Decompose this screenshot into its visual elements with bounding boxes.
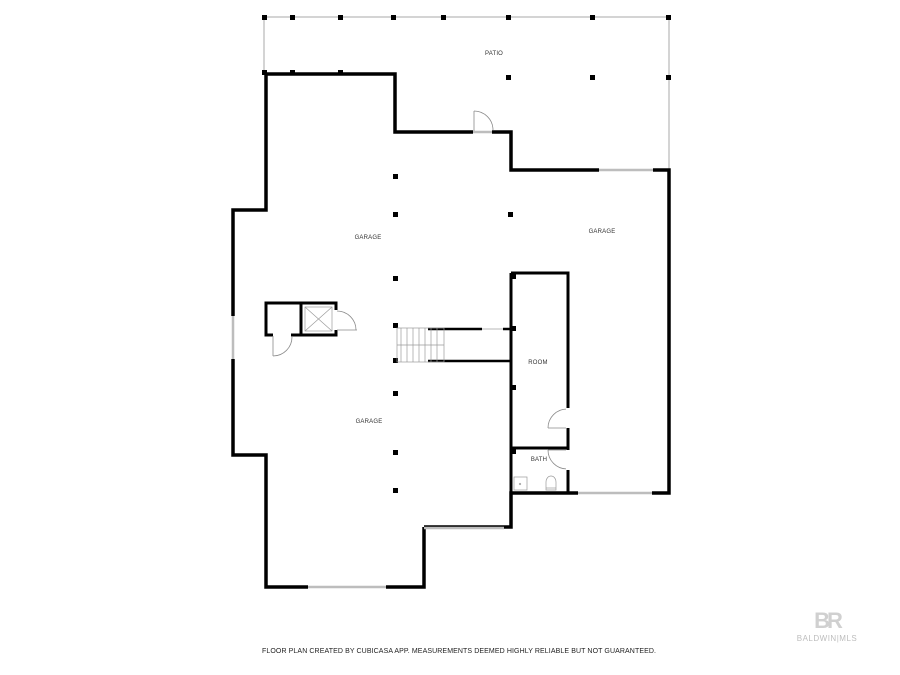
- exterior-walls: [231, 72, 671, 589]
- room-label-patio: PATIO: [484, 51, 504, 57]
- disclaimer-note: FLOOR PLAN CREATED BY CUBICASA APP. MEAS…: [262, 648, 657, 655]
- sink-icon: [513, 476, 528, 491]
- interior-columns: [393, 174, 513, 493]
- patio-posts: [262, 15, 671, 80]
- baldwin-mls-logo: BR BALDWIN|MLS: [782, 608, 872, 644]
- br-logo-mark: BR: [814, 608, 843, 633]
- windows: [231, 130, 653, 589]
- room-label-garage-upper-left: GARAGE: [354, 235, 382, 241]
- logo-text: BALDWIN|MLS: [796, 634, 858, 643]
- bath-fixtures: [513, 475, 557, 491]
- room-label-garage-lower-left: GARAGE: [355, 419, 383, 425]
- room-columns: [511, 274, 516, 454]
- elevator-icon: [304, 306, 333, 332]
- room-label-room: ROOM: [528, 360, 548, 366]
- room-label-bath: BATH: [530, 457, 548, 463]
- room-label-garage-right: GARAGE: [588, 229, 616, 235]
- closet-elevator: [264, 301, 357, 357]
- room-walls: [509, 271, 570, 527]
- toilet-icon: [545, 475, 557, 491]
- patio-outline: [263, 16, 670, 170]
- stairs: [396, 327, 445, 363]
- patio-door: [473, 110, 494, 131]
- room-door: [547, 408, 568, 429]
- bath-door: [547, 449, 568, 470]
